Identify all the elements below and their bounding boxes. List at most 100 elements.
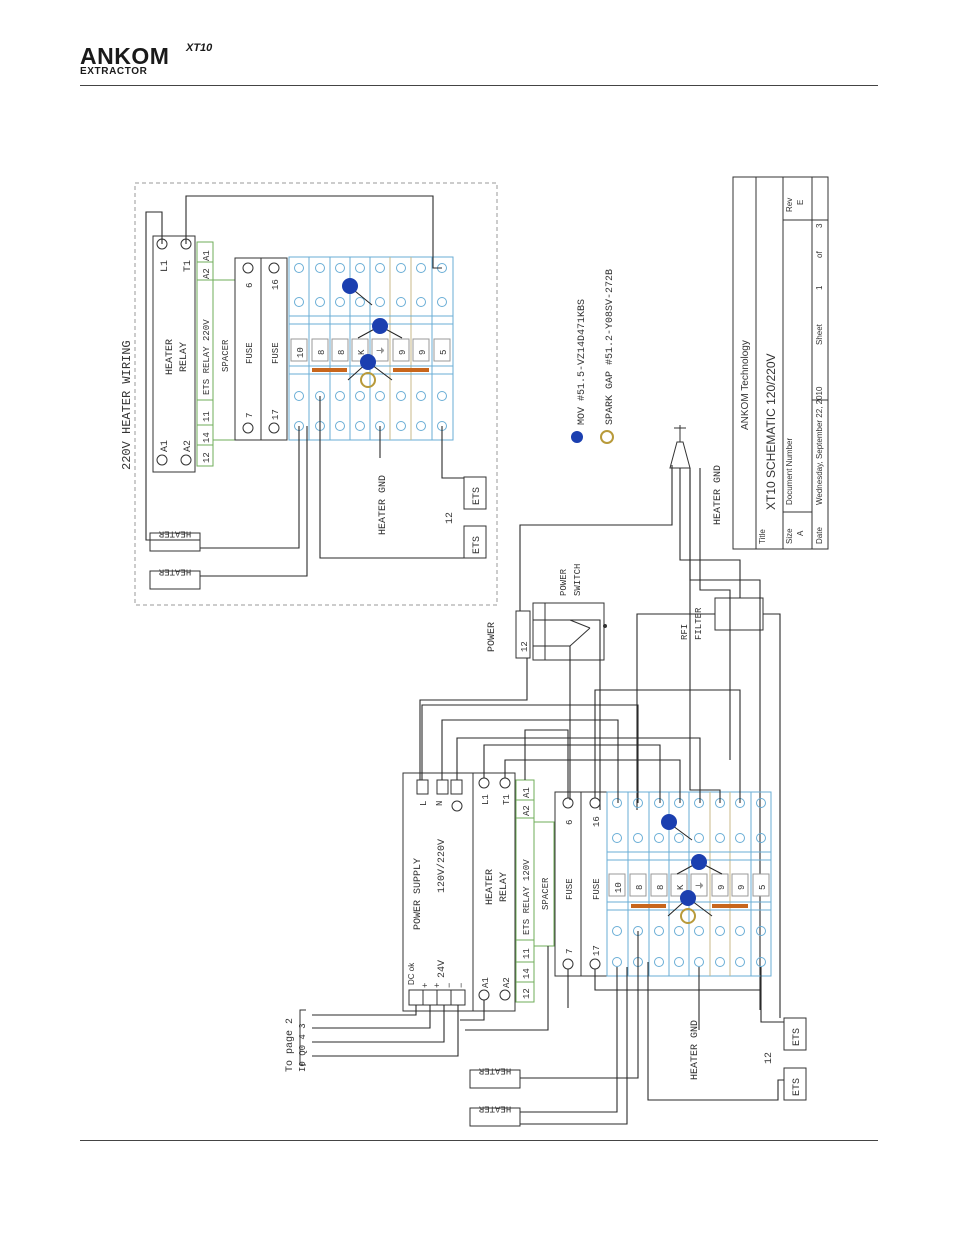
main-fuse-pin-17: 17 <box>592 945 602 956</box>
pin-label-a1: A1 <box>160 440 171 452</box>
to-page-label-2: I0 Q0 4 3 <box>298 1023 308 1072</box>
power-supply: POWER SUPPLY 120V/220V 24V DC ok + + − −… <box>402 772 516 1012</box>
power-pins: 12 <box>520 641 530 652</box>
ets-relay-120-label: ETS RELAY 120V <box>522 859 532 935</box>
power-supply-24v: 24V <box>437 960 448 978</box>
ets-box-1 <box>463 476 487 510</box>
ets-relay-220-label: ETS RELAY 220V <box>202 319 212 395</box>
main-fuse-pin-6: 6 <box>565 820 575 825</box>
main-ets-12-label: 12 <box>764 1052 775 1064</box>
heater-label-2: HEATER <box>158 566 191 576</box>
legend-mov-icon <box>571 431 583 443</box>
terminal-label-k: K <box>357 349 367 355</box>
ets120-pin-12: 12 <box>522 988 532 999</box>
to-page-label-1: To page 2 <box>285 1018 296 1072</box>
power-supply-dcok: DC ok <box>407 962 416 985</box>
terminal-label-8a: 8 <box>317 350 327 355</box>
ground-connector <box>669 441 691 469</box>
main-fuse-pin-7: 7 <box>565 949 575 954</box>
spacer-120 <box>533 821 555 947</box>
heater-gnd-label-main: HEATER GND <box>713 465 724 525</box>
main-heater-box-2 <box>469 1107 521 1127</box>
main-spark-gap <box>680 908 696 924</box>
ankom-logo: ANKOM XT10 EXTRACTOR <box>80 42 212 77</box>
power-switch <box>532 602 605 661</box>
ets-pin-11: 11 <box>202 411 212 422</box>
ets120-pin-a1: A1 <box>522 787 532 798</box>
main-terminal-label-5: 5 <box>758 885 768 890</box>
ets-12-label: 12 <box>445 512 456 524</box>
logo-model: XT10 <box>186 42 213 54</box>
power-section: 12 POWER POWER SWITCH RFI FILTER HEATER … <box>419 425 781 1018</box>
rfi-label-2: FILTER <box>694 607 704 640</box>
main-fuse-pin-16: 16 <box>592 816 602 827</box>
terminal-strip-220: 10 8 8 K ⏚ 9 9 5 <box>288 256 454 441</box>
main-ets-label-1: ETS <box>792 1028 803 1046</box>
main-relay-label-1: HEATER <box>485 869 496 905</box>
terminal-strip-main: 10 8 8 K ⏚ 9 9 5 <box>606 791 772 977</box>
rfi-label-1: RFI <box>680 624 690 640</box>
ets-label-1: ETS <box>472 487 483 505</box>
logo-brand: ANKOM <box>80 43 170 69</box>
ps-pin-n: N <box>435 801 445 806</box>
size-label: Size <box>785 528 794 544</box>
ets-box-2 <box>463 525 487 559</box>
fuse-pin-7: 7 <box>245 413 255 418</box>
legend-spark-text: SPARK GAP #51.2-Y08SV-272B <box>605 269 616 425</box>
ets-pin-12: 12 <box>202 452 212 463</box>
ets120-pin-14: 14 <box>522 968 532 979</box>
main-heater-gnd-label: HEATER GND <box>690 1020 701 1080</box>
size-value: A <box>796 530 805 536</box>
wiring-title: 220V HEATER WIRING <box>120 340 134 470</box>
ps-plus-2: + <box>433 983 443 988</box>
mov-2 <box>372 318 388 334</box>
pin-label-t1: T1 <box>183 260 194 272</box>
pin-label-l1: L1 <box>160 260 171 272</box>
legend-spark-icon <box>600 430 614 444</box>
terminal-label-gnd: ⏚ <box>376 346 387 355</box>
title-block: ANKOM Technology Title XT10 SCHEMATIC 12… <box>732 176 829 550</box>
main-pin-a1: A1 <box>481 977 491 988</box>
main-ets-box-2 <box>783 1067 807 1101</box>
terminal-label-9b: 9 <box>418 350 428 355</box>
main-mov-2 <box>691 854 707 870</box>
ps-pin-l: L <box>419 801 429 806</box>
pin-label-a2: A2 <box>183 440 194 452</box>
mov-3 <box>360 354 376 370</box>
ets-pin-14: 14 <box>202 432 212 443</box>
main-fuse-label-2: FUSE <box>592 878 602 900</box>
main-terminal-label-10: 10 <box>614 882 624 893</box>
date-label: Date <box>815 527 824 544</box>
date-value: Wednesday, September 22, 2010 <box>815 386 824 505</box>
ets-pin-a2: A2 <box>202 268 212 279</box>
main-pin-t1: T1 <box>502 794 512 805</box>
fuse-label-2: FUSE <box>271 342 281 364</box>
heater-relay-main: L1 T1 A1 A2 HEATER RELAY <box>472 772 516 1012</box>
legend: MOV #51.5-VZ14D471KBS SPARK GAP #51.2-Y0… <box>571 269 616 444</box>
of-label: of <box>815 251 824 258</box>
heater-wiring-220v: 220V HEATER WIRING L1 T1 A1 A2 HEATER RE… <box>120 182 498 606</box>
main-terminal-label-8b: 8 <box>656 885 666 890</box>
power-supply-voltage: 120V/220V <box>436 839 448 893</box>
main-pin-l1: L1 <box>481 794 491 805</box>
to-page-2: To page 2 I0 Q0 4 3 <box>285 1009 308 1072</box>
heater-gnd-label-220: HEATER GND <box>378 475 389 535</box>
terminal-label-5: 5 <box>439 350 449 355</box>
fuse-block-main: 6 16 FUSE FUSE 7 17 <box>554 791 608 977</box>
main-terminal-label-8a: 8 <box>635 885 645 890</box>
spacer-120-label: SPACER <box>541 877 551 910</box>
fuse-pin-17: 17 <box>271 409 281 420</box>
legend-mov-text: MOV #51.5-VZ14D471KBS <box>577 299 588 425</box>
terminal-label-10: 10 <box>296 347 306 358</box>
main-ets-box-1 <box>783 1017 807 1051</box>
title-label: Title <box>758 529 767 544</box>
main-heater-label-2: HEATER <box>478 1103 511 1113</box>
power-switch-label-1: POWER <box>559 568 569 596</box>
fuse-pin-16: 16 <box>271 279 281 290</box>
footer-rule <box>80 1140 878 1141</box>
fuse-pin-6: 6 <box>245 283 255 288</box>
main-mov-3 <box>680 890 696 906</box>
main-heater-label-1: HEATER <box>478 1065 511 1075</box>
rfi-filter <box>714 597 764 631</box>
